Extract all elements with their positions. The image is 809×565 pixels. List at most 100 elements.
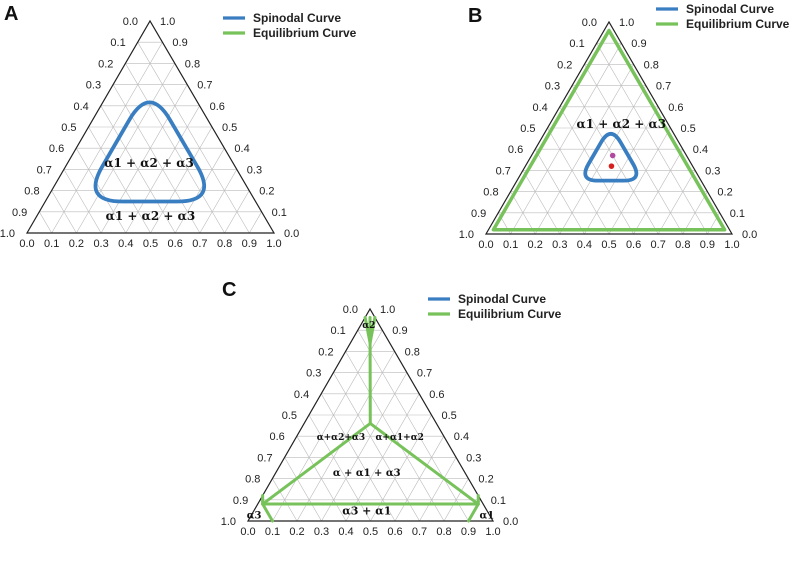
tick-label-xa: 0.2 (528, 239, 543, 251)
tick-label-xb: 1.0 (160, 16, 175, 28)
tick-label-xb: 0.7 (656, 81, 671, 93)
tick-label-xa: 0.1 (265, 526, 280, 538)
tick-label-xb: 0.6 (429, 389, 444, 401)
tick-label-xb: 1.0 (619, 17, 634, 29)
grid-line (100, 84, 188, 234)
tick-label-xc: 0.6 (49, 143, 64, 155)
equilibrium-triangle (491, 28, 727, 232)
grid-line (559, 85, 647, 235)
tick-label-xc: 0.1 (331, 325, 346, 337)
grid-line (137, 42, 250, 234)
grid-line (63, 169, 102, 234)
tick-label-xa: 0.6 (168, 238, 183, 250)
grid-line (596, 43, 708, 235)
grid-line (272, 478, 298, 522)
tick-label-xc: 1.0 (221, 516, 236, 528)
triangle-frame (484, 20, 734, 235)
triangle-frame (25, 19, 276, 234)
tick-label-xc: 0.9 (471, 208, 486, 220)
legend-label: Equilibrium Curve (686, 17, 790, 31)
tick-label-xb: 0.1 (491, 495, 506, 507)
grid-line (608, 127, 671, 235)
tick-label-xc: 0.9 (12, 207, 27, 219)
grid-line (394, 436, 445, 522)
grid-line (75, 148, 127, 234)
tick-label-xc: 0.7 (496, 165, 511, 177)
grid-lines (498, 42, 720, 235)
tick-label-xa: 0.5 (601, 239, 616, 251)
composition-point (609, 152, 616, 159)
grid-line (321, 372, 408, 522)
tick-label-xc: 0.5 (520, 123, 535, 135)
spinodal-curve (583, 131, 639, 183)
tick-label-xa: 1.0 (266, 238, 281, 250)
grid-line (199, 169, 238, 234)
region-label: α2 (362, 321, 375, 331)
grid-line (419, 457, 457, 522)
tick-label-xa: 0.5 (363, 526, 378, 538)
legend-label: Spinodal Curve (253, 11, 341, 25)
grid-line (51, 190, 77, 234)
tick-label-xb: 0.9 (631, 38, 646, 50)
tick-label-xa: 0.4 (118, 238, 133, 250)
grid-line (284, 457, 322, 522)
grid-line (272, 330, 383, 522)
panel-letter: B (468, 5, 482, 27)
tick-label-xa: 0.8 (436, 526, 451, 538)
tick-label-xc: 0.1 (569, 38, 584, 50)
tick-label-xa: 0.2 (289, 526, 304, 538)
region-label: α+α2+α3 (317, 433, 365, 443)
grid-line (51, 42, 163, 234)
equilibrium-curve (491, 28, 727, 232)
tick-label-xb: 0.1 (730, 208, 745, 220)
grid-line (522, 170, 561, 235)
region-label: α+α1+α2 (376, 433, 424, 443)
tick-label-xa: 1.0 (485, 526, 500, 538)
tick-label-xc: 1.0 (459, 229, 474, 241)
tick-label-xa: 0.9 (700, 239, 715, 251)
tick-label-xa: 0.0 (240, 526, 255, 538)
tick-label-xa: 0.0 (19, 238, 34, 250)
tick-label-xa: 0.3 (314, 526, 329, 538)
tick-label-xc: 0.8 (24, 186, 39, 198)
tick-label-xa: 0.3 (93, 238, 108, 250)
tick-label-xa: 0.9 (461, 526, 476, 538)
tick-label-xb: 0.2 (717, 187, 732, 199)
tick-label-xc: 0.6 (270, 431, 285, 443)
region-label: α1 (480, 511, 495, 522)
grid-line (112, 84, 201, 234)
tick-label-xa: 1.0 (724, 239, 739, 251)
tick-label-xb: 0.0 (503, 516, 518, 528)
grid-line (224, 190, 250, 234)
grid-line (657, 170, 696, 235)
legend-label: Equilibrium Curve (253, 26, 357, 40)
tick-label-xa: 0.2 (69, 238, 84, 250)
tick-label-xb: 0.9 (392, 325, 407, 337)
tick-label-xb: 0.3 (705, 165, 720, 177)
tick-label-xa: 0.7 (412, 526, 427, 538)
legend-label: Spinodal Curve (686, 2, 774, 16)
tick-label-xa: 0.3 (552, 239, 567, 251)
tick-label-xc: 0.1 (110, 37, 125, 49)
panel-letter: A (4, 3, 18, 25)
tick-label-xa: 0.8 (217, 238, 232, 250)
tick-label-xb: 0.7 (197, 80, 212, 92)
tick-label-xb: 0.8 (644, 59, 659, 71)
tick-label-xc: 0.3 (545, 81, 560, 93)
tick-label-xa: 0.0 (478, 239, 493, 251)
region-label: α + α1 + α3 (333, 468, 401, 479)
tick-label-xc: 1.0 (0, 228, 15, 240)
tick-label-xc: 0.0 (123, 16, 138, 28)
composition-point (608, 163, 615, 169)
tick-label-xa: 0.1 (44, 238, 59, 250)
grid-line (547, 127, 610, 235)
grid-lines (39, 41, 262, 234)
grid-line (510, 43, 622, 235)
tick-label-xb: 0.3 (247, 164, 262, 176)
tick-label-xc: 0.5 (282, 410, 297, 422)
tick-label-xc: 0.0 (343, 304, 358, 316)
region-label: α1 + α2 + α3 (577, 117, 667, 131)
ternary-panel-a: A0.00.00.00.10.10.10.20.20.20.30.30.30.4… (0, 3, 357, 250)
